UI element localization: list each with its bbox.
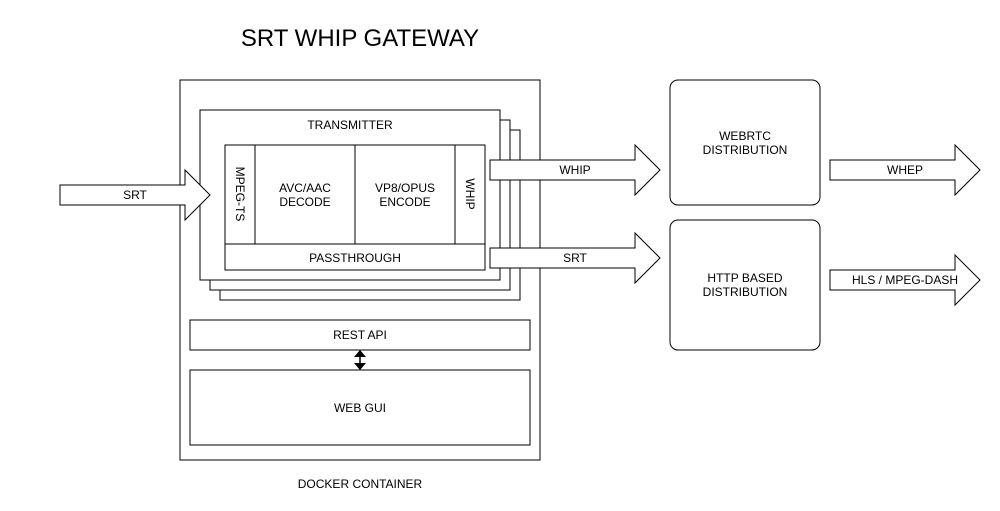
passthrough-label: PASSTHROUGH [309, 251, 401, 265]
whip-output-arrow [489, 143, 661, 197]
arrow-up-icon [354, 350, 366, 357]
whip-output-label: WHIP [559, 163, 590, 177]
hls-output-label: HLS / MPEG-DASH [852, 273, 958, 287]
arrow-down-icon [354, 363, 366, 370]
whip-stage-label: WHIP [463, 178, 477, 209]
http-distribution-box [669, 219, 821, 351]
docker-container-label: DOCKER CONTAINER [298, 477, 423, 491]
diagram-title: SRT WHIP GATEWAY [241, 25, 479, 52]
webrtc-distribution-box [669, 79, 821, 206]
encode-label-line2: ENCODE [379, 195, 430, 209]
srt-output-arrow [489, 231, 661, 285]
srt-output-label: SRT [563, 251, 587, 265]
decode-label-line2: DECODE [279, 195, 330, 209]
whep-output-arrow [829, 143, 981, 197]
http-label-line2: DISTRIBUTION [703, 285, 788, 299]
http-label-line1: HTTP BASED [707, 271, 782, 285]
decode-label-line1: AVC/AAC [279, 181, 331, 195]
webrtc-label-line2: DISTRIBUTION [703, 143, 788, 157]
mpegts-label: MPEG-TS [233, 167, 247, 222]
web-gui-box [189, 369, 531, 446]
transmitter-label: TRANSMITTER [307, 118, 393, 132]
encode-label-line1: VP8/OPUS [375, 181, 435, 195]
web-gui-label: WEB GUI [334, 401, 386, 415]
rest-api-label: REST API [333, 328, 387, 342]
srt-input-arrow [59, 168, 211, 222]
webrtc-label-line1: WEBRTC [719, 129, 771, 143]
whep-output-label: WHEP [887, 163, 923, 177]
rest-api-box [189, 319, 531, 351]
srt-input-label: SRT [123, 188, 147, 202]
hls-output-arrow [829, 253, 981, 307]
